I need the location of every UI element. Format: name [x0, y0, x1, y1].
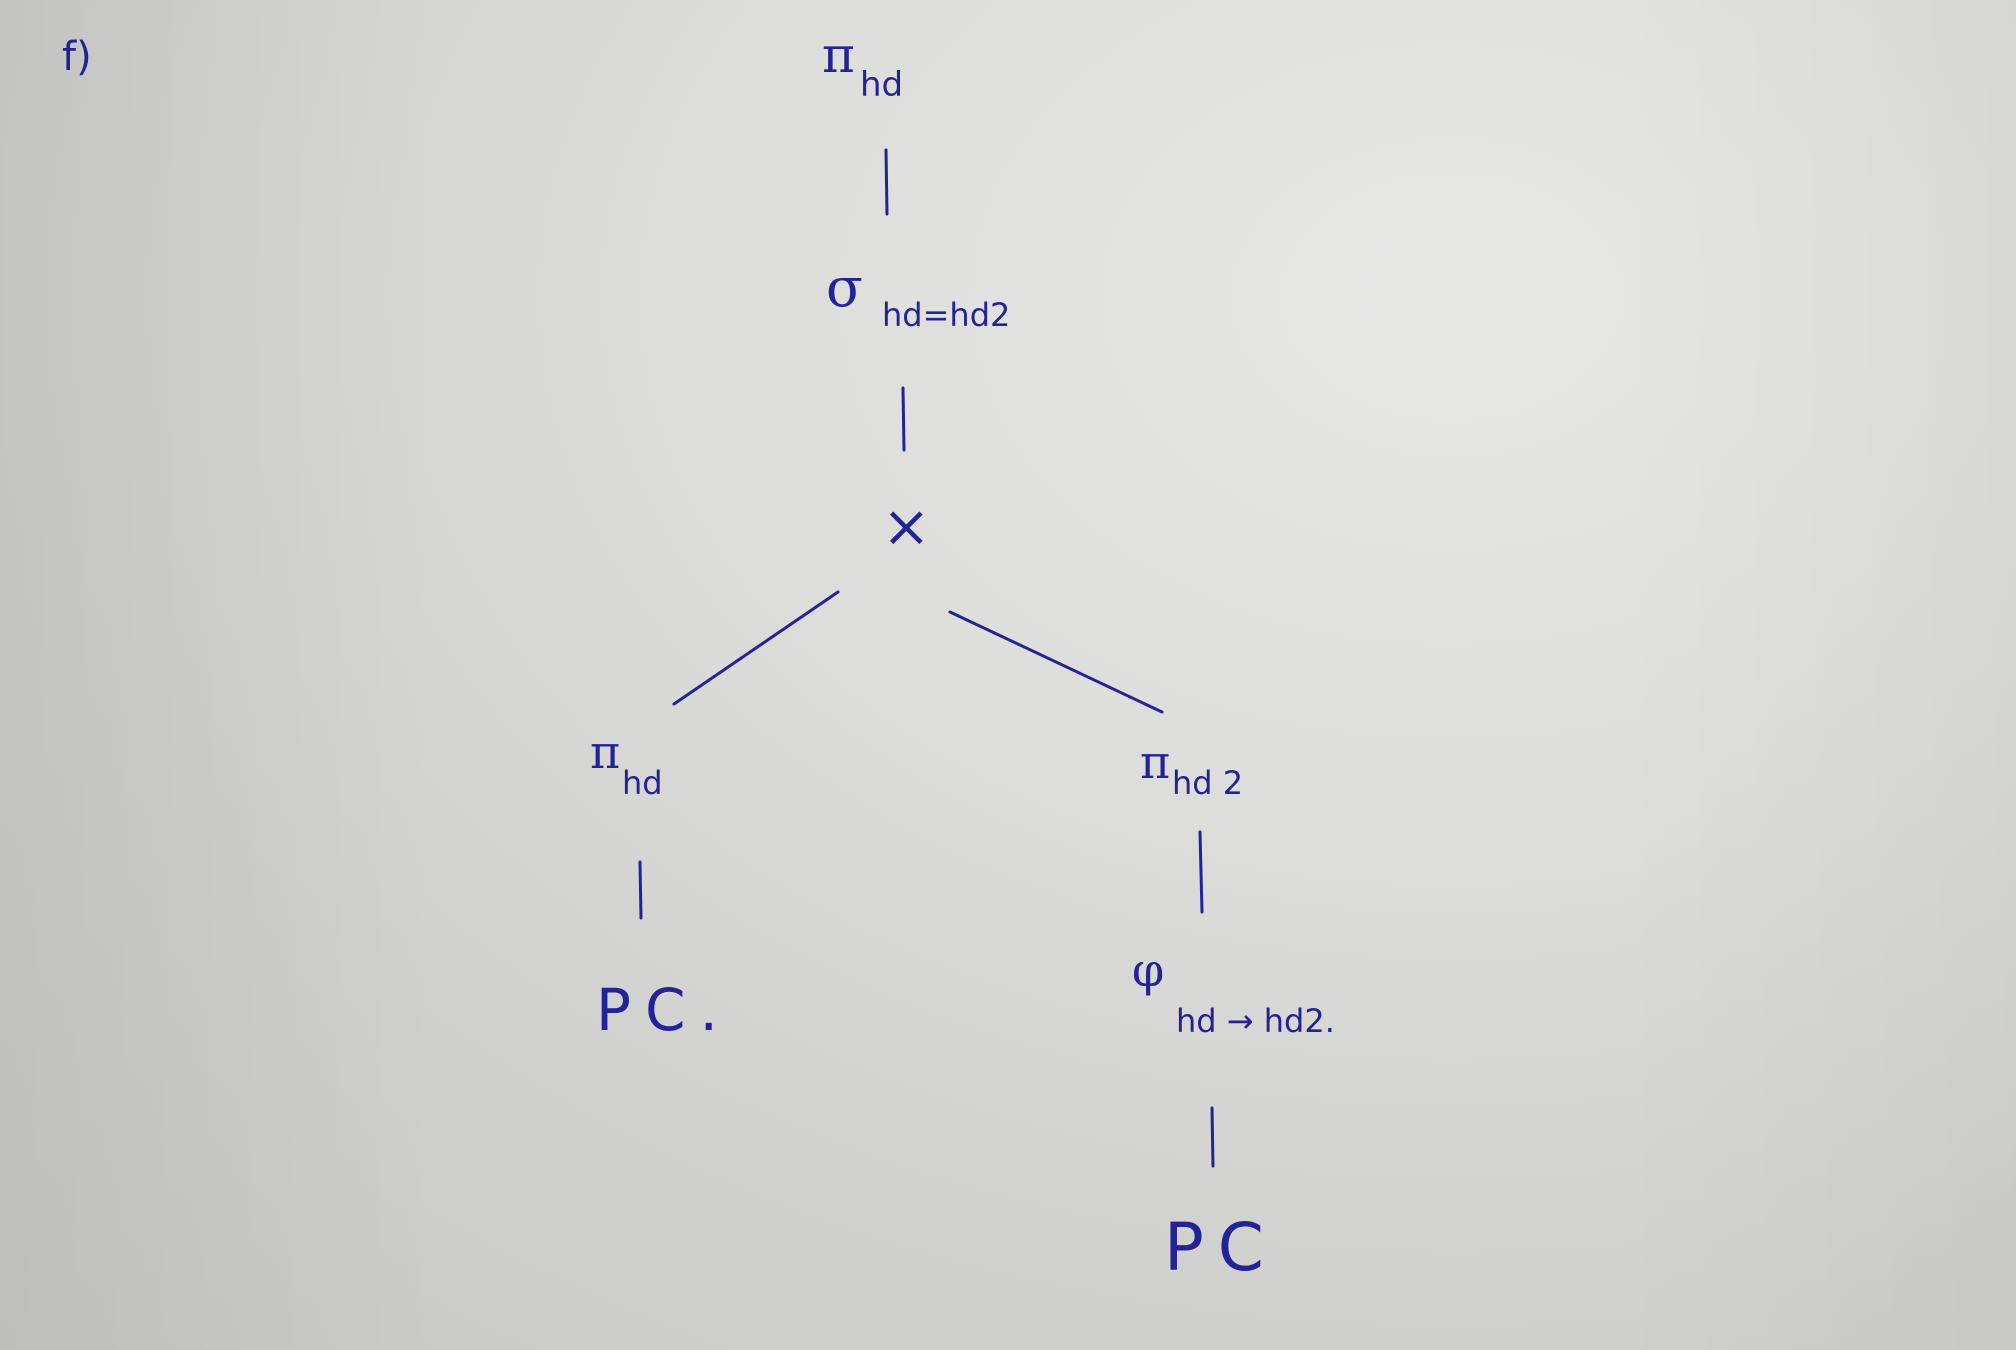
right-projection-node: π hd 2 — [1140, 735, 1243, 802]
projection-symbol: π — [590, 725, 620, 779]
edge-product-left — [672, 590, 840, 706]
selection-node: σ hd=hd2 — [826, 256, 1010, 334]
edge-left-projection-relation — [638, 860, 643, 920]
part-label: f) — [62, 34, 92, 80]
rename-node: φ hd → hd2. — [1132, 943, 1335, 1040]
projection-subscript: hd 2 — [1172, 764, 1243, 802]
projection-subscript: hd — [860, 65, 903, 105]
projection-symbol: π — [822, 26, 855, 84]
edge-projection-selection — [884, 148, 889, 216]
selection-symbol: σ — [826, 256, 863, 319]
product-symbol: × — [882, 492, 931, 560]
left-relation-name: PC. — [596, 976, 732, 1044]
projection-symbol: π — [1140, 735, 1170, 789]
edge-product-right — [948, 610, 1164, 714]
top-projection-node: π hd — [822, 26, 903, 105]
left-projection-node: π hd — [590, 725, 663, 802]
edge-selection-product — [901, 386, 906, 452]
right-relation-name: PC — [1164, 1209, 1278, 1286]
rename-symbol: φ — [1132, 943, 1164, 997]
selection-subscript: hd=hd2 — [882, 296, 1010, 334]
projection-subscript: hd — [622, 764, 663, 802]
edge-right-projection-rename — [1198, 830, 1204, 914]
rename-subscript: hd → hd2. — [1176, 1002, 1335, 1040]
edge-rename-relation — [1210, 1106, 1215, 1168]
